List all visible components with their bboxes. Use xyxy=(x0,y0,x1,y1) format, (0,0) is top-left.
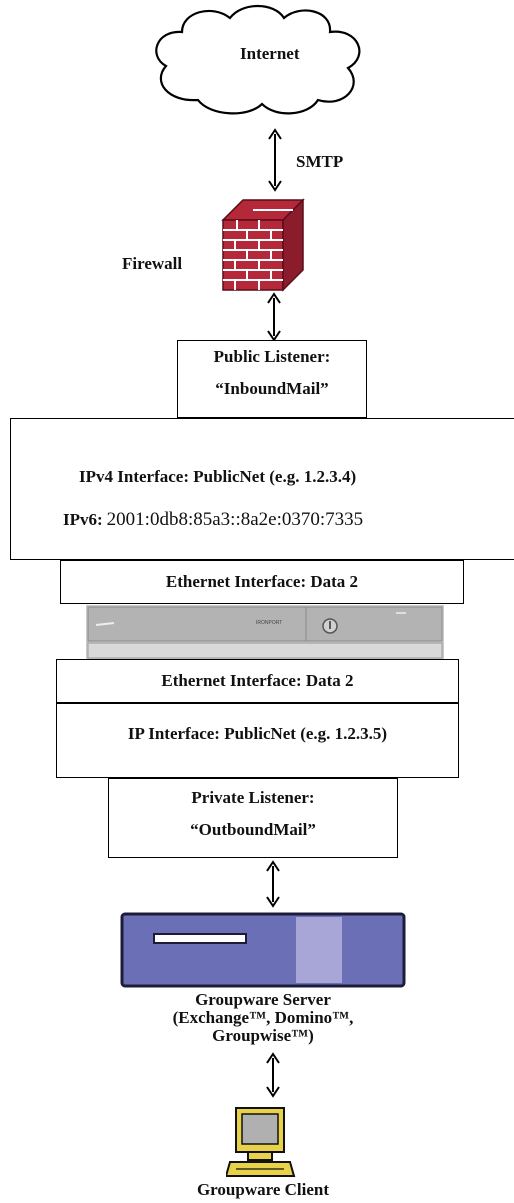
public-listener-name: “InboundMail” xyxy=(215,379,329,398)
firewall-label: Firewall xyxy=(122,254,183,273)
private-listener-title: Private Listener: xyxy=(191,788,315,807)
appliance-brand-label: IRONPORT xyxy=(256,620,283,626)
groupware-client-computer-icon xyxy=(226,1107,296,1177)
ip-interface-label: IP Interface: PublicNet (e.g. 1.2.3.5) xyxy=(127,724,388,743)
firewall-icon xyxy=(221,198,305,292)
groupware-server-label-line1: Groupware Server xyxy=(195,990,331,1009)
ipv6-interface-line: IPv6: 2001:0db8:85a3::8a2e:0370:7335 xyxy=(63,509,363,531)
email-appliance-icon xyxy=(86,605,444,660)
ethernet-interface-upper-label: Ethernet Interface: Data 2 xyxy=(165,572,359,591)
public-listener-box: Public Listener: “InboundMail” xyxy=(177,340,367,418)
private-interface-box: IP Interface: PublicNet (e.g. 1.2.3.5) xyxy=(56,703,459,778)
private-listener-box: Private Listener: “OutboundMail” xyxy=(108,778,398,858)
double-arrow-icon xyxy=(266,1052,280,1098)
internet-cloud-icon xyxy=(155,5,361,115)
double-arrow-icon xyxy=(268,128,282,192)
ethernet-interface-lower-box: Ethernet Interface: Data 2 xyxy=(56,659,459,703)
ethernet-interface-lower-label: Ethernet Interface: Data 2 xyxy=(161,671,354,690)
groupware-server-icon xyxy=(120,912,406,988)
smtp-label: SMTP xyxy=(296,152,344,171)
public-listener-title: Public Listener: xyxy=(213,347,331,366)
groupware-client-label: Groupware Client xyxy=(196,1180,330,1199)
groupware-server-label-line2: (Exchange™, Domino™, xyxy=(172,1008,354,1027)
ethernet-interface-upper-box: Ethernet Interface: Data 2 xyxy=(60,560,464,604)
private-listener-name: “OutboundMail” xyxy=(190,820,316,839)
double-arrow-icon xyxy=(266,860,280,908)
double-arrow-icon xyxy=(267,292,281,342)
ipv4-interface-label: IPv4 Interface: PublicNet (e.g. 1.2.3.4) xyxy=(79,467,357,486)
public-interface-box: IPv4 Interface: PublicNet (e.g. 1.2.3.4)… xyxy=(10,418,514,560)
ipv6-address: 2001:0db8:85a3::8a2e:0370:7335 xyxy=(106,509,364,530)
internet-label: Internet xyxy=(240,44,300,63)
ipv6-prefix: IPv6: xyxy=(63,510,103,529)
groupware-server-label-line3: Groupwise™) xyxy=(212,1026,314,1045)
